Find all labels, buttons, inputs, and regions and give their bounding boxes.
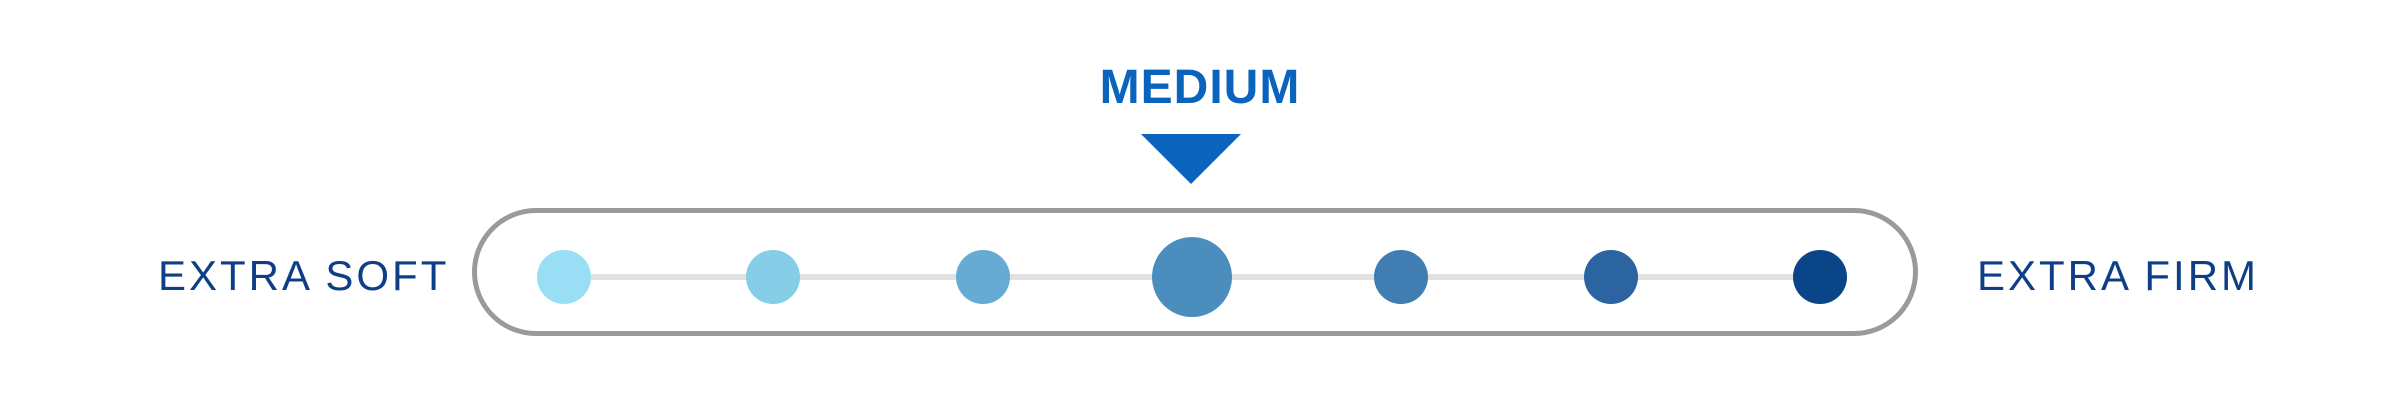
firmness-dot[interactable] [1793, 250, 1847, 304]
firmness-dot[interactable] [1374, 250, 1429, 304]
firmness-dot[interactable] [537, 250, 591, 304]
extra-soft-label: EXTRA SOFT [158, 252, 450, 299]
firmness-scale-track [472, 208, 1918, 336]
firmness-dot[interactable] [955, 250, 1010, 304]
firmness-dot-selected[interactable] [1152, 237, 1232, 317]
firmness-dot[interactable] [746, 250, 801, 304]
firmness-dot[interactable] [1583, 250, 1638, 304]
down-triangle-icon [1141, 134, 1241, 184]
extra-firm-label: EXTRA FIRM [1977, 252, 2260, 299]
selected-firmness-label: MEDIUM [1099, 61, 1301, 114]
